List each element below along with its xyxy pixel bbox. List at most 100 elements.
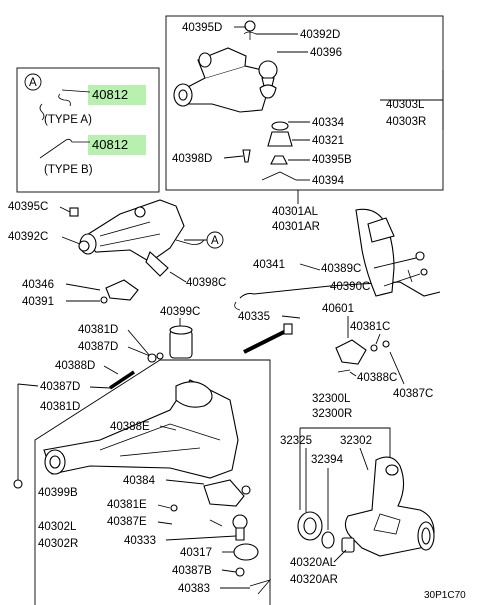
label-40320AR[interactable]: 40320AR	[290, 574, 338, 586]
bracket-40601-drawing	[335, 339, 390, 373]
part-40812-type-b[interactable]: 40812	[92, 137, 128, 152]
label-32300R[interactable]: 32300R	[312, 408, 352, 420]
leader-40381D-b	[17, 383, 39, 480]
leader-40387D-a	[127, 346, 151, 357]
caption-type-b: (TYPE B)	[44, 164, 93, 176]
inset-letter: A	[29, 77, 37, 89]
label-40302L[interactable]: 40302L	[38, 521, 77, 533]
bracket-32300	[299, 427, 391, 510]
label-40303R[interactable]: 40303R	[386, 116, 426, 128]
label-40388D[interactable]: 40388D	[55, 360, 95, 372]
label-40601[interactable]: 40601	[322, 303, 354, 315]
label-32300L[interactable]: 32300L	[312, 393, 351, 405]
label-40334[interactable]: 40334	[312, 117, 345, 129]
leader-40333	[165, 535, 237, 541]
leader-40381D	[127, 329, 151, 357]
label-40384[interactable]: 40384	[123, 475, 156, 487]
diagram-code: 30P1C70	[424, 590, 466, 601]
label-32325[interactable]: 32325	[280, 435, 312, 447]
label-40396[interactable]: 40396	[310, 47, 342, 59]
upper-arm-assembly-drawing	[69, 199, 205, 277]
label-40387E[interactable]: 40387E	[107, 516, 147, 528]
leader-40346	[65, 283, 101, 291]
lower-bolts-drawing	[13, 352, 164, 489]
part-40812-type-a[interactable]: 40812	[92, 87, 128, 102]
label-32394[interactable]: 32394	[311, 454, 344, 466]
bracket-40303	[380, 70, 444, 130]
label-40346[interactable]: 40346	[22, 279, 54, 291]
label-40303L[interactable]: 40303L	[386, 99, 425, 111]
label-40399C[interactable]: 40399C	[160, 306, 200, 318]
leader-40398C	[169, 271, 187, 283]
leader-40341	[299, 263, 321, 271]
leader-40335	[281, 315, 301, 319]
highlight-type-a	[88, 85, 146, 105]
leader-type-a	[61, 89, 91, 93]
label-40399B[interactable]: 40399B	[38, 487, 78, 499]
label-40381D[interactable]: 40381D	[78, 324, 118, 336]
upper-arm-drawing	[173, 20, 297, 181]
label-40333[interactable]: 40333	[124, 535, 156, 547]
label-40381E[interactable]: 40381E	[107, 499, 147, 511]
leader-40387E	[157, 521, 173, 525]
label-40394[interactable]: 40394	[312, 175, 345, 187]
label-40387D-a[interactable]: 40387D	[78, 341, 118, 353]
leader-40388C	[349, 371, 357, 377]
bolt-40335-drawing	[243, 323, 293, 354]
label-40301AL[interactable]: 40301AL	[272, 206, 319, 218]
label-40387C[interactable]: 40387C	[393, 388, 433, 400]
label-40320AL[interactable]: 40320AL	[290, 557, 337, 569]
label-40381D-b[interactable]: 40381D	[40, 401, 80, 413]
label-40390C[interactable]: 40390C	[330, 281, 370, 293]
label-40398C[interactable]: 40398C	[186, 277, 226, 289]
label-40387D-b[interactable]: 40387D	[40, 381, 80, 393]
leader-40387C	[389, 351, 405, 385]
leader-40387D-b	[89, 386, 111, 389]
label-40388E[interactable]: 40388E	[110, 421, 150, 433]
label-40321[interactable]: 40321	[312, 135, 344, 147]
lower-arm-frame	[34, 359, 271, 605]
label-40383[interactable]: 40383	[178, 583, 210, 595]
leader-40389C	[373, 257, 417, 269]
clip-type-b-icon	[39, 138, 90, 159]
leader-40384	[165, 479, 205, 485]
label-40302R[interactable]: 40302R	[38, 538, 78, 550]
label-40335[interactable]: 40335	[238, 311, 270, 323]
bracket-40346-drawing	[100, 279, 139, 304]
label-40392C[interactable]: 40392C	[8, 231, 48, 243]
knuckle-drawing	[297, 456, 435, 557]
label-40389C[interactable]: 40389C	[321, 263, 361, 275]
leader-40395C	[59, 206, 71, 213]
leader-40398D	[223, 155, 244, 159]
leader-40388E	[159, 425, 177, 431]
stabilizer-drawing	[234, 208, 441, 311]
bushing-40399C-drawing	[169, 325, 193, 359]
label-40341[interactable]: 40341	[253, 259, 285, 271]
caption-type-a: (TYPE A)	[44, 114, 92, 126]
label-40388C[interactable]: 40388C	[357, 372, 397, 384]
leader-40392C	[61, 236, 81, 245]
clip-type-a-small-icon	[39, 103, 45, 121]
label-32302[interactable]: 32302	[340, 435, 372, 447]
inset-letter-circle	[24, 73, 42, 91]
label-40317[interactable]: 40317	[180, 547, 212, 559]
label-40395D[interactable]: 40395D	[182, 22, 222, 34]
label-40398D[interactable]: 40398D	[172, 153, 212, 165]
inset-box	[16, 67, 160, 193]
highlight-type-b	[88, 135, 146, 155]
label-40381C[interactable]: 40381C	[350, 321, 390, 333]
label-40395C[interactable]: 40395C	[8, 201, 48, 213]
lower-arm-drawing	[43, 379, 272, 595]
label-40301AR[interactable]: 40301AR	[272, 221, 320, 233]
label-40395B[interactable]: 40395B	[312, 154, 352, 166]
label-40391[interactable]: 40391	[22, 296, 54, 308]
leader-40387B	[221, 569, 237, 573]
label-40392D[interactable]: 40392D	[300, 29, 340, 41]
callout-letter: A	[211, 235, 219, 247]
leader-40320A	[333, 549, 347, 563]
leader-40390C	[383, 273, 421, 287]
leader-32302	[359, 447, 369, 471]
label-40387B[interactable]: 40387B	[172, 565, 212, 577]
